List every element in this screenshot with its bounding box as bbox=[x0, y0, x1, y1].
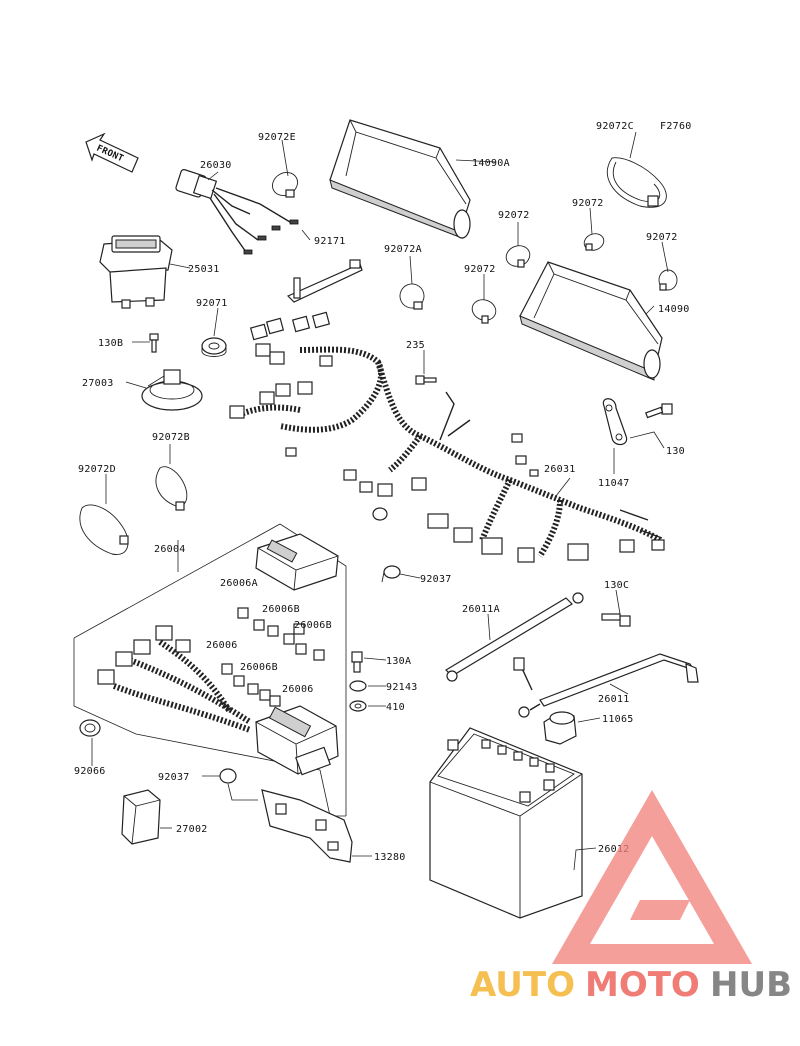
part-label: 13280 bbox=[374, 852, 406, 863]
part-label: 26006B bbox=[240, 662, 278, 673]
sub-harness-26030 bbox=[175, 169, 299, 255]
part-label: 26006 bbox=[206, 640, 238, 651]
part-label: 92072C bbox=[596, 121, 634, 132]
band-clamp-92072c bbox=[607, 157, 667, 208]
battery-26012 bbox=[429, 727, 583, 919]
watermark-moto: MOTO bbox=[585, 965, 700, 1005]
part-label: 26006B bbox=[262, 604, 300, 615]
part-label: 92037 bbox=[420, 574, 452, 585]
watermark-auto: AUTO bbox=[470, 965, 575, 1005]
leader-lines bbox=[91, 131, 669, 871]
part-label: 14090 bbox=[658, 304, 690, 315]
part-label: 14090A bbox=[472, 158, 510, 169]
band-clamp-92072e bbox=[272, 172, 298, 198]
bolt-130b bbox=[149, 333, 159, 353]
cover-14090 bbox=[519, 261, 663, 381]
part-label: 92072B bbox=[152, 432, 190, 443]
watermark-triangle bbox=[552, 790, 752, 964]
clamp-92066 bbox=[79, 719, 101, 737]
part-label: 26004 bbox=[154, 544, 186, 555]
fuse-box-26004 bbox=[255, 705, 339, 776]
fuse-set bbox=[221, 607, 325, 707]
battery-cable-26011 bbox=[513, 653, 699, 718]
part-label: 26006 bbox=[282, 684, 314, 695]
part-label: 26011A bbox=[462, 604, 500, 615]
battery-cable-26011a bbox=[445, 592, 584, 682]
part-label: 92072A bbox=[384, 244, 422, 255]
bracket-13280 bbox=[261, 789, 353, 863]
screw-235 bbox=[415, 375, 437, 385]
band-clamp-92072a bbox=[399, 283, 425, 310]
part-label: 26006B bbox=[294, 620, 332, 631]
watermark-hub: HUB bbox=[710, 965, 792, 1005]
cover-14090a bbox=[329, 119, 471, 239]
part-label: 92072 bbox=[572, 198, 604, 209]
band-clamp-92072-c bbox=[471, 299, 497, 324]
part-label: 26031 bbox=[544, 464, 576, 475]
bracket-11047 bbox=[602, 398, 628, 446]
main-harness-26031 bbox=[229, 311, 665, 563]
bolt-130 bbox=[645, 403, 673, 419]
meter-25031 bbox=[99, 235, 173, 309]
part-label: 92066 bbox=[74, 766, 106, 777]
part-label: 92072D bbox=[78, 464, 116, 475]
part-label: 26030 bbox=[200, 160, 232, 171]
part-label: 235 bbox=[406, 340, 425, 351]
part-label: 11047 bbox=[598, 478, 630, 489]
part-label: 26012 bbox=[598, 844, 630, 855]
part-label: 27003 bbox=[82, 378, 114, 389]
part-label: 130 bbox=[666, 446, 685, 457]
bolt-130c bbox=[601, 613, 631, 627]
part-label: 92071 bbox=[196, 298, 228, 309]
part-label: 27002 bbox=[176, 824, 208, 835]
part-label: 92037 bbox=[158, 772, 190, 783]
relay-27002 bbox=[121, 789, 161, 845]
fuse-box-harness bbox=[97, 625, 252, 733]
part-label: 92072 bbox=[464, 264, 496, 275]
part-label: 25031 bbox=[188, 264, 220, 275]
fuse-box-cover bbox=[255, 533, 339, 591]
part-label: 92072E bbox=[258, 132, 296, 143]
band-clamp-92072-d bbox=[658, 269, 678, 291]
part-label: 130B bbox=[98, 338, 123, 349]
part-labels: 92072E 26030 14090A 92072C 92072 92072 9… bbox=[74, 121, 690, 863]
part-label: 410 bbox=[386, 702, 405, 713]
grommet-92071 bbox=[201, 337, 227, 357]
band-clamp-92072-b bbox=[583, 233, 605, 251]
figure-code: F2760 bbox=[660, 121, 692, 132]
front-arrow-icon: FRONT bbox=[85, 132, 139, 173]
bracket-92171 bbox=[286, 259, 363, 303]
part-label: 130C bbox=[604, 580, 629, 591]
nut-410 bbox=[349, 700, 367, 712]
clamp-92037-lower bbox=[219, 768, 258, 801]
clamp-92037-upper bbox=[381, 565, 401, 583]
band-clamp-92072d bbox=[79, 504, 129, 555]
horn-27003 bbox=[141, 369, 203, 411]
terminal-cap-11065 bbox=[543, 711, 577, 745]
automotohub-watermark-logo: AUTO MOTO HUB bbox=[470, 790, 792, 1005]
part-label: 26011 bbox=[598, 694, 630, 705]
bolt-130a bbox=[351, 651, 363, 673]
part-label: 11065 bbox=[602, 714, 634, 725]
part-label: 92143 bbox=[386, 682, 418, 693]
part-label: 26006A bbox=[220, 578, 258, 589]
part-label: 130A bbox=[386, 656, 411, 667]
part-label: 92072 bbox=[646, 232, 678, 243]
part-label: 92072 bbox=[498, 210, 530, 221]
washer-92143 bbox=[349, 680, 367, 692]
band-clamp-92072-a bbox=[505, 245, 531, 268]
band-clamp-92072b bbox=[155, 466, 188, 511]
part-label: 92171 bbox=[314, 236, 346, 247]
